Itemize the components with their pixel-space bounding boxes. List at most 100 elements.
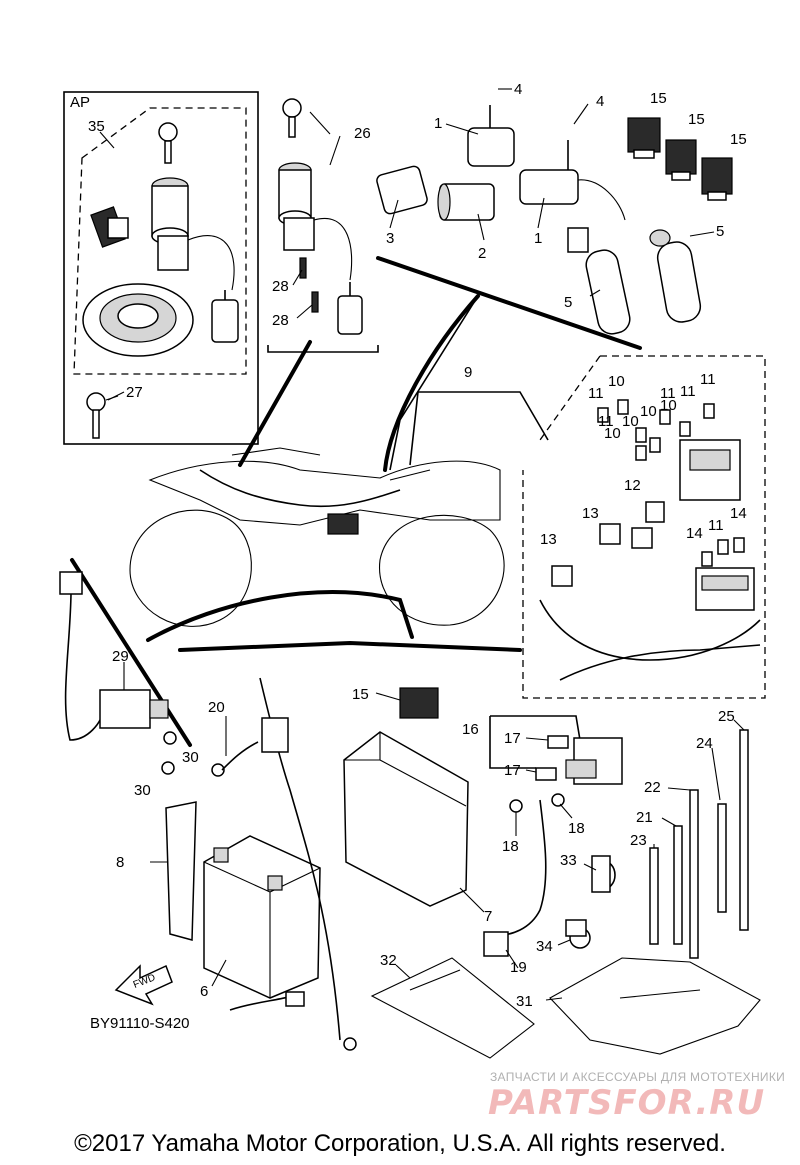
callout-17: 17 [504,762,521,779]
callout-9: 9 [464,364,472,381]
callout-15: 15 [352,686,369,703]
main-switch-part [151,177,239,343]
cable-ties-group [649,729,749,959]
callout-25: 25 [718,708,735,725]
relay-15-a [627,117,661,159]
callout-12: 12 [624,477,641,494]
fwd-arrow-icon: FWD [114,964,173,1006]
callout-5: 5 [716,223,724,240]
callout-10: 10 [608,373,625,390]
watermark-text: ЗАПЧАСТИ И АКСЕССУАРЫ ДЛЯ МОТОТЕХНИКИ [490,1070,786,1084]
callout-11: 11 [700,371,716,388]
fuel-cap-part [82,283,194,357]
callout-2: 2 [478,245,486,262]
fuse-row [597,399,745,567]
sheet-32-part [370,957,535,1059]
callout-23: 23 [630,832,647,849]
callout-11: 11 [708,517,724,534]
watermark-logo: PARTSFOR.RU [488,1083,766,1123]
callout-18: 18 [502,838,519,855]
connector-13b-part [599,523,621,545]
key-icon [282,98,302,138]
callout-11: 11 [598,413,614,430]
fuse-box-group [409,355,766,699]
neutral-switch-group [59,571,177,775]
ap-group: AP [63,91,259,445]
callout-11: 11 [660,385,676,402]
seat-lock-part [90,206,129,248]
callout-3: 3 [386,230,394,247]
switch-group [376,105,733,350]
callout-34: 34 [536,938,553,955]
horn-part [519,140,626,221]
callout-5: 5 [564,294,572,311]
starter-cable-part [483,793,565,957]
battery-band-part [165,801,197,941]
callout-31: 31 [516,993,533,1010]
diagram-code: BY91110-S420 [90,1015,190,1032]
starter-relay-group [489,715,623,785]
connector-12-part [645,501,665,523]
grip-right-part [649,229,702,323]
callout-15: 15 [688,111,705,128]
callout-17: 17 [504,730,521,747]
battery-part [203,835,321,999]
battery-cable-part [211,677,357,1051]
callout-32: 32 [380,952,397,969]
callout-24: 24 [696,735,713,752]
callout-26: 26 [354,125,371,142]
relay-15-c [701,157,733,201]
callout-28: 28 [272,278,289,295]
callout-4: 4 [596,93,604,110]
callout-8: 8 [116,854,124,871]
key-set-group [267,98,379,353]
callouts: 35 26 27 28 28 1 1 2 3 4 4 5 5 15 15 15 … [88,81,747,1032]
connector-13a-part [551,565,573,587]
callout-11: 11 [680,383,696,400]
key-27-icon [86,392,119,439]
callout-14: 14 [686,525,703,542]
fuse-box-part [679,439,741,501]
callout-21: 21 [636,809,653,826]
callout-6: 6 [200,983,208,1000]
callout-28: 28 [272,312,289,329]
callout-10: 10 [622,413,639,430]
callout-10: 10 [604,425,621,442]
callout-13: 13 [540,531,557,548]
callout-30: 30 [134,782,151,799]
callout-33: 33 [560,852,577,869]
leader-lines [99,88,745,1001]
callout-30: 30 [182,749,199,766]
callout-1: 1 [534,230,542,247]
front-brake-switch-part [467,105,515,167]
callout-27: 27 [126,384,143,401]
callout-14: 14 [730,505,747,522]
callout-10: 10 [660,397,677,414]
battery-cover-part [343,731,469,907]
rear-brake-switch-part [376,165,428,215]
clamp-33-part [591,855,616,893]
callout-7: 7 [484,908,492,925]
callout-10: 10 [640,403,657,420]
key-icon [158,122,178,164]
callout-11: 11 [588,385,604,402]
callout-29: 29 [112,648,129,665]
relay-15-center [399,687,439,719]
callout-18: 18 [568,820,585,837]
motorcycle-outline [129,447,505,627]
callout-13: 13 [582,505,599,522]
callout-1: 1 [434,115,442,132]
callout-20: 20 [208,699,225,716]
relay-15-b [665,139,697,181]
clamp-34-part [565,919,591,949]
sheet-31-part [549,957,761,1055]
callout-22: 22 [644,779,661,796]
callout-16: 16 [462,721,479,738]
callout-19: 19 [510,959,527,976]
grip-left-part [567,227,631,335]
callout-4: 4 [514,81,522,98]
callout-15: 15 [730,131,747,148]
callout-15: 15 [650,90,667,107]
fuse-box-2-part [695,567,755,611]
